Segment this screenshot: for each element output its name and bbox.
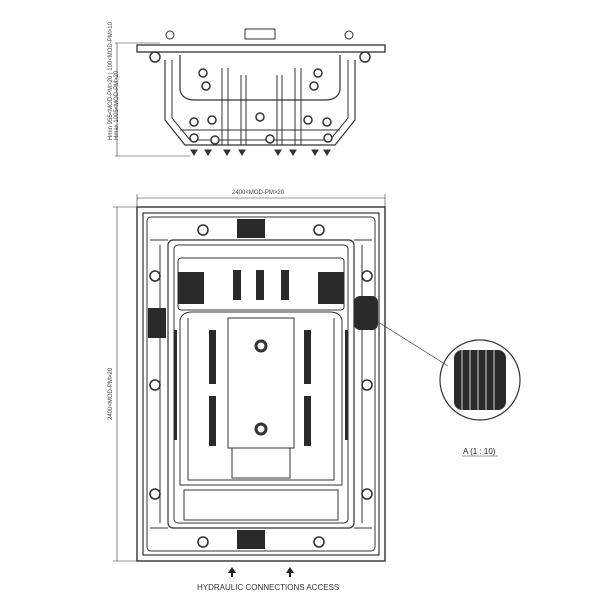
grilles <box>148 219 378 549</box>
support-feet <box>190 149 331 156</box>
top-length-label: 2400<MOD-PM>20 <box>108 367 114 420</box>
detail-a <box>377 321 521 457</box>
lift-handle-left <box>165 30 175 40</box>
side-view <box>115 28 386 157</box>
hydraulic-note: HYDRAULIC CONNECTIONS ACCESS <box>197 583 340 592</box>
top-width-label: 2400<MOD-PM>20 <box>232 190 285 196</box>
jets <box>149 224 373 548</box>
control-box <box>244 28 276 40</box>
side-height-max-label: Hmax 1005<MOD-PM>20 <box>114 70 120 140</box>
rim <box>136 44 386 53</box>
detail-label: A (1 : 10) <box>463 447 496 456</box>
tub-body <box>179 55 341 101</box>
access-arrows <box>228 567 294 577</box>
lift-handle-right <box>344 30 354 40</box>
drains <box>254 339 268 436</box>
top-view <box>113 194 386 562</box>
frame <box>164 60 356 146</box>
